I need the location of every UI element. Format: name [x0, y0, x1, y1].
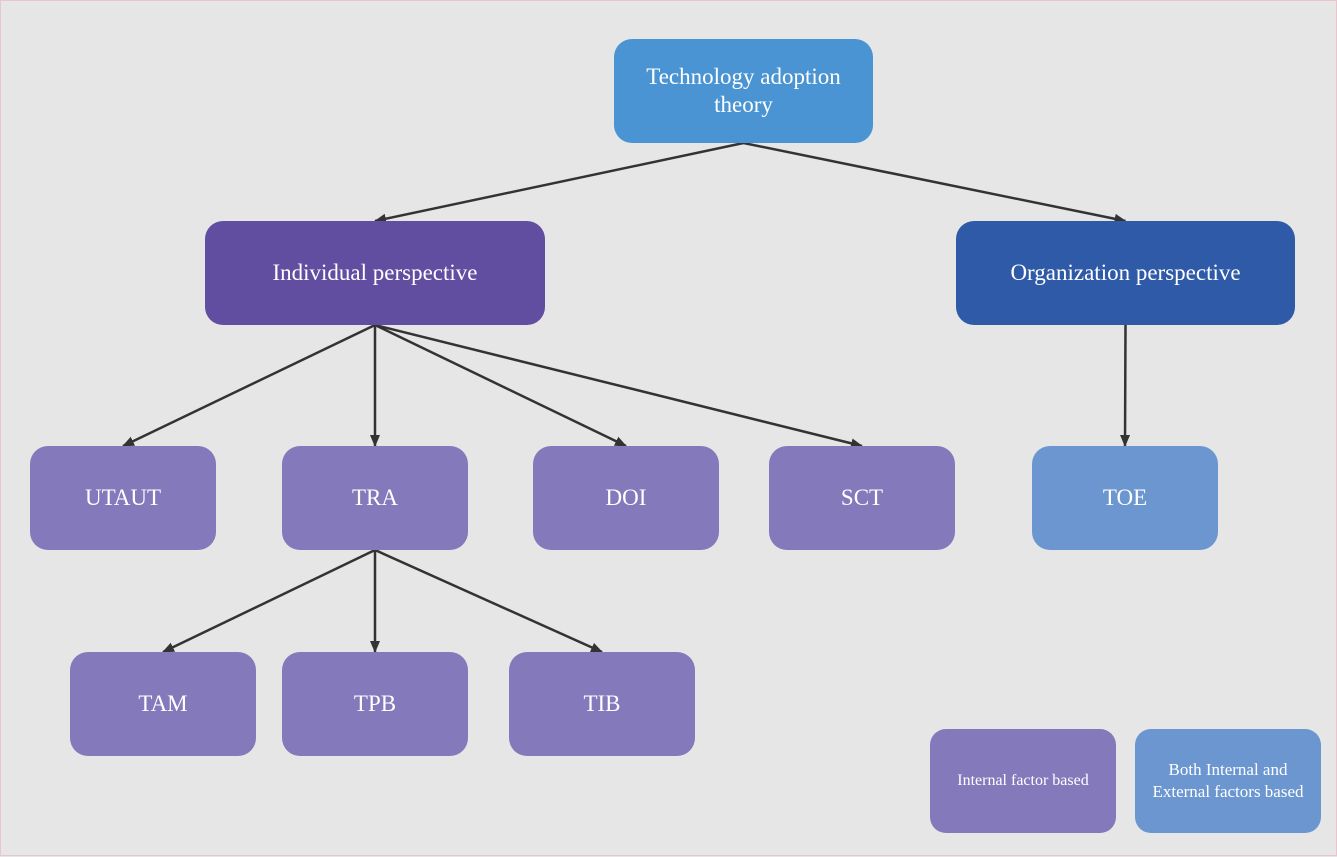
- edge-root-to-individual: [374, 141, 744, 224]
- edge-individual-to-doi: [374, 323, 627, 448]
- edge-organization-to-toe: [1120, 324, 1131, 447]
- node-label: UTAUT: [84, 485, 162, 510]
- node-label: TAM: [138, 691, 188, 716]
- edge-individual-to-sct: [374, 323, 863, 449]
- node-organization-perspective: Organization perspective: [956, 221, 1295, 325]
- node-label: TRA: [352, 485, 398, 510]
- node-individual-perspective: Individual perspective: [205, 221, 545, 325]
- node-label: Individual perspective: [272, 260, 478, 285]
- node-utaut: UTAUT: [30, 446, 216, 550]
- legend-label: Internal factor based: [957, 772, 1089, 789]
- edge-individual-to-utaut: [122, 323, 376, 448]
- node-label: DOI: [605, 485, 647, 510]
- node-label: Organization perspective: [1010, 260, 1241, 285]
- node-tra: TRA: [282, 446, 468, 550]
- legend-label: Both Internal and External factors based: [1152, 760, 1304, 801]
- node-technology-adoption-theory: Technology adoption theory: [614, 39, 873, 143]
- node-toe: TOE: [1032, 446, 1218, 550]
- node-label: Technology adoption theory: [646, 64, 841, 117]
- legend-internal-factor-based: Internal factor based: [930, 729, 1116, 833]
- node-label: TPB: [353, 691, 397, 716]
- edge-root-to-organization: [743, 141, 1127, 224]
- node-tpb: TPB: [282, 652, 468, 756]
- edge-tra-to-tib: [374, 548, 603, 654]
- edge-tra-to-tam: [162, 548, 376, 654]
- node-label: TOE: [1102, 485, 1148, 510]
- node-tib: TIB: [509, 652, 695, 756]
- legend-both-factors-based: Both Internal and External factors based: [1135, 729, 1321, 833]
- node-doi: DOI: [533, 446, 719, 550]
- node-tam: TAM: [70, 652, 256, 756]
- node-label: TIB: [583, 691, 621, 716]
- node-label: SCT: [840, 485, 884, 510]
- node-sct: SCT: [769, 446, 955, 550]
